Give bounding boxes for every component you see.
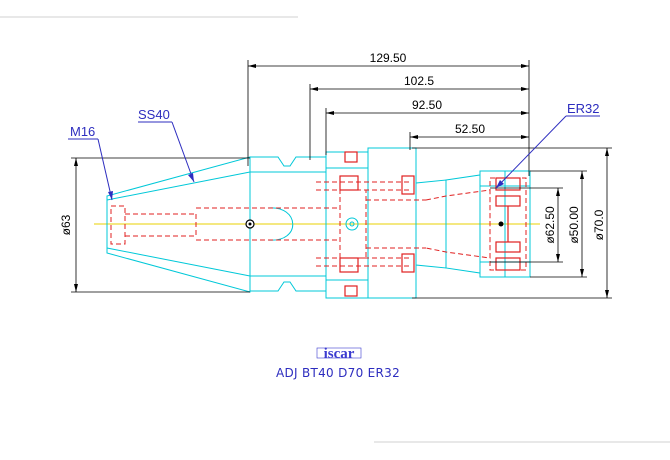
dimension-lines — [71, 60, 612, 299]
callout-arrows — [108, 173, 504, 200]
drawing-caption: ADJ BT40 D70 ER32 — [276, 366, 400, 380]
red-details — [339, 151, 521, 297]
tool-outline — [106, 147, 531, 299]
callout-collet: ER32 — [567, 101, 600, 116]
callout-leaders — [68, 115, 600, 201]
logo-text: iscar — [324, 346, 355, 362]
sheet-frame — [0, 16, 670, 443]
callout-shank: SS40 — [138, 107, 170, 122]
dim-length-3: 92.50 — [412, 98, 442, 112]
iscar-logo: iscar — [316, 346, 362, 362]
dim-length-4: 52.50 — [455, 122, 485, 136]
dim-overall-length: 129.50 — [370, 51, 407, 65]
dim-dia-1: ø62.50 — [543, 206, 557, 244]
center-points — [245, 219, 504, 229]
dim-dia-taper: ø63 — [59, 214, 73, 235]
callout-thread: M16 — [70, 124, 95, 139]
arrowheads — [74, 64, 609, 298]
dim-length-2: 102.5 — [404, 74, 434, 88]
dim-dia-3: ø70.0 — [592, 209, 606, 240]
dim-dia-2: ø50.00 — [567, 206, 581, 244]
